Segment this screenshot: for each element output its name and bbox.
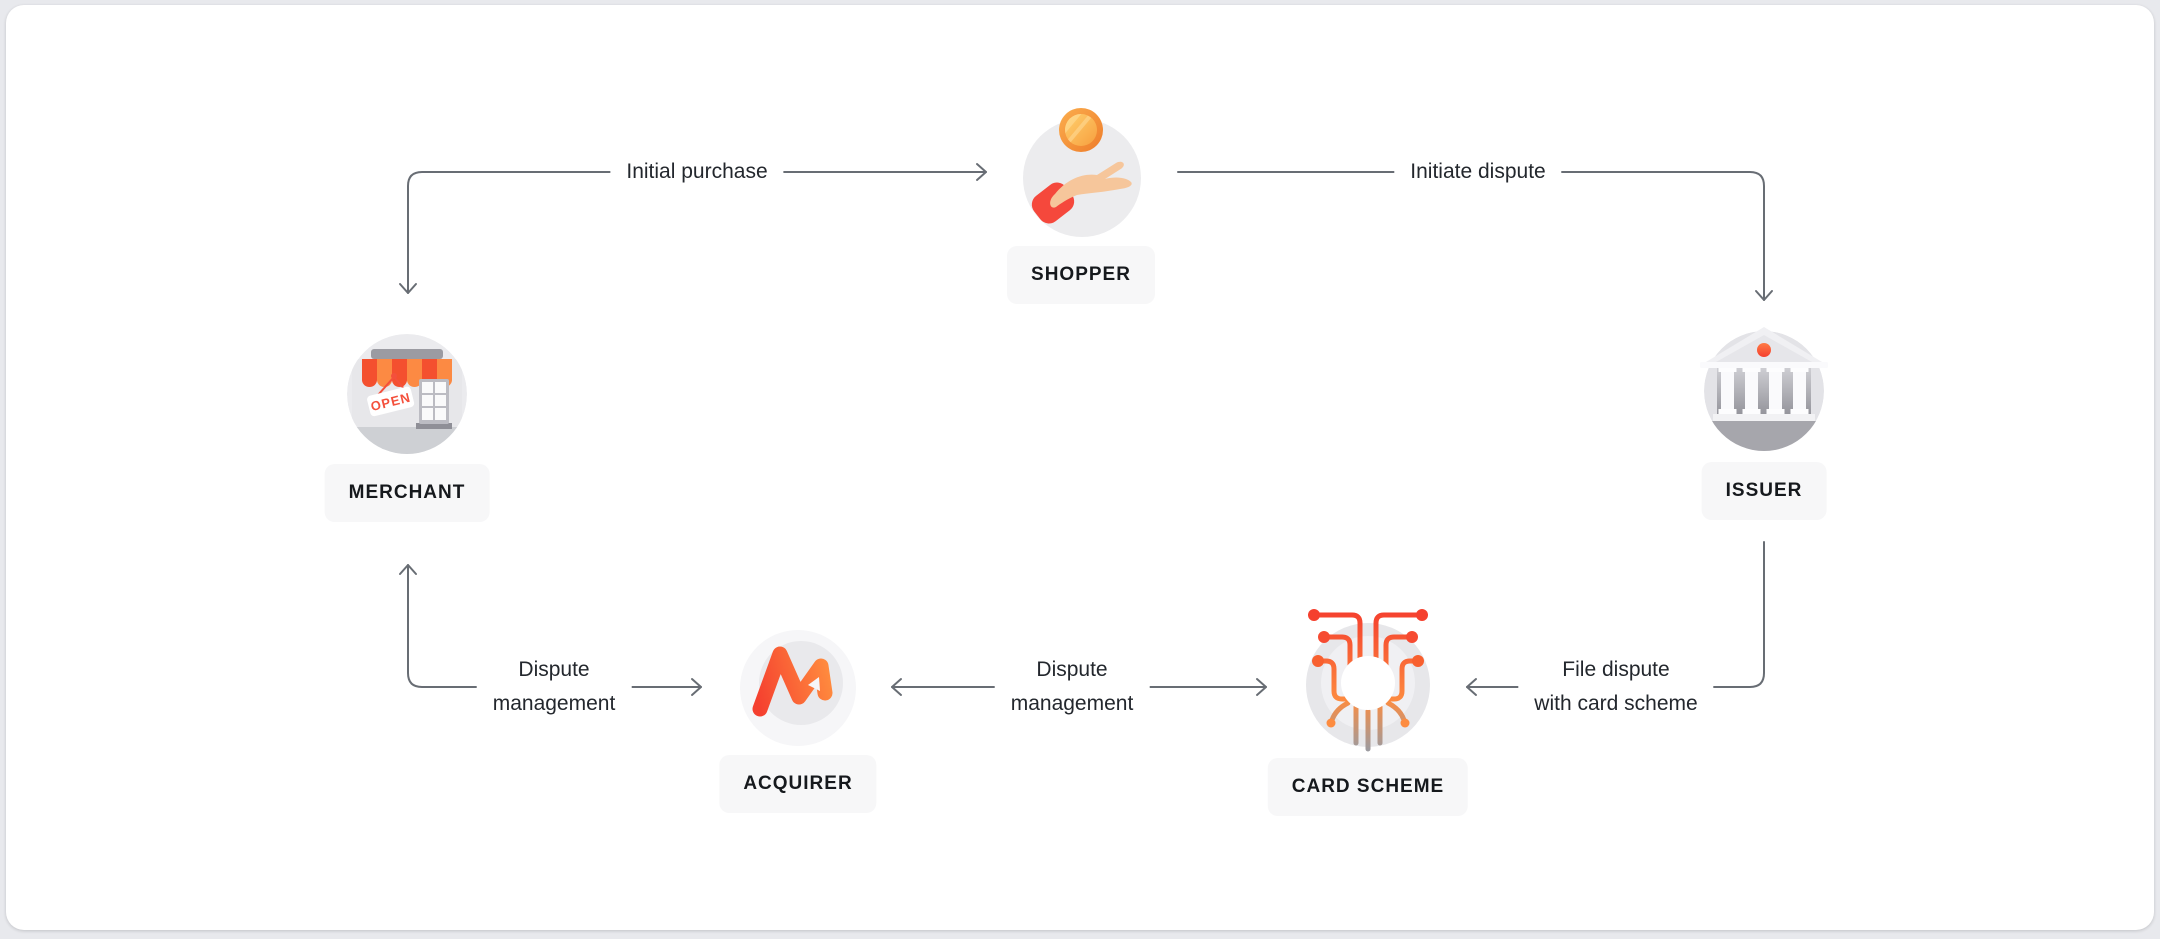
- edge-label-text: Dispute: [1036, 658, 1108, 681]
- circuit-icon: [1306, 609, 1430, 752]
- arrowhead-to-merchant-2: [399, 564, 417, 575]
- edge-label-initiate-dispute: Initiate dispute: [1394, 153, 1562, 191]
- edge-label-text: Dispute: [518, 658, 590, 681]
- edge-initiate-dispute: [1177, 171, 1765, 301]
- arrowhead-to-card-scheme-2: [1256, 678, 1267, 696]
- node-label-issuer: ISSUER: [1701, 462, 1827, 520]
- edge-label-text: File dispute: [1562, 658, 1670, 681]
- storefront-icon: OPEN: [347, 334, 467, 454]
- arrowhead-to-acquirer: [891, 678, 902, 696]
- edge-label-text: management: [1010, 692, 1134, 715]
- adyen-logo-icon: [740, 630, 856, 746]
- edge-label-text: management: [492, 692, 616, 715]
- arrowhead-to-issuer: [1755, 290, 1773, 301]
- edge-label-text: Initiate dispute: [1410, 160, 1546, 183]
- bank-icon: [1700, 327, 1828, 451]
- node-label-card-scheme: CARD SCHEME: [1267, 758, 1469, 816]
- node-label-shopper: SHOPPER: [1007, 246, 1155, 304]
- hand-with-coin-icon: [1023, 108, 1141, 237]
- edge-label-dispute-management-merchant: Dispute management: [476, 651, 632, 723]
- edge-label-dispute-management-card-scheme: Dispute management: [994, 651, 1150, 723]
- arrowhead-to-acquirer-2: [691, 678, 702, 696]
- edge-label-initial-purchase: Initial purchase: [610, 153, 784, 191]
- edge-label-text: with card scheme: [1534, 692, 1698, 715]
- edge-initial-purchase: [407, 171, 987, 294]
- edge-label-file-dispute: File dispute with card scheme: [1518, 651, 1714, 723]
- edge-dispute-management-merchant: [407, 564, 702, 688]
- edge-file-dispute: [1466, 541, 1765, 688]
- arrowhead-to-card-scheme: [1466, 678, 1477, 696]
- arrowhead-to-merchant: [399, 283, 417, 294]
- edge-label-text: Initial purchase: [626, 160, 768, 183]
- node-label-acquirer: ACQUIRER: [719, 755, 877, 813]
- arrowhead-to-shopper: [976, 163, 987, 181]
- node-label-merchant: MERCHANT: [324, 464, 490, 522]
